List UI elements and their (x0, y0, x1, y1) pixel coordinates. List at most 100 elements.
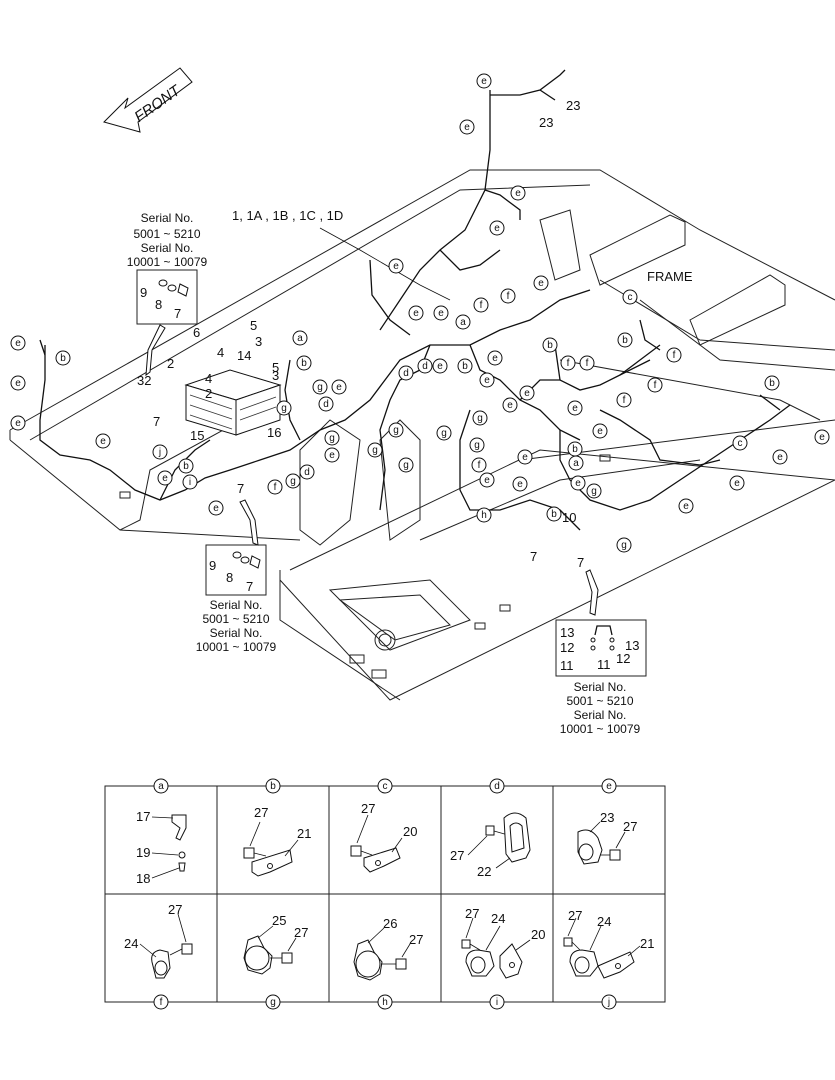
part-number-10: 10 (562, 510, 576, 525)
marker-e: e (408, 305, 424, 321)
svg-text:e: e (100, 436, 106, 447)
svg-text:17: 17 (136, 809, 150, 824)
marker-b: b (542, 337, 558, 353)
marker-e: e (157, 470, 173, 486)
part-number-4b: 4 (205, 371, 212, 386)
svg-text:b: b (572, 444, 578, 455)
marker-e: e (459, 119, 475, 135)
clamp-location-markers: e e e e e e b e e e j b i e e a b e g g … (10, 73, 830, 553)
serial-box-3-part-11a: 11 (560, 658, 574, 673)
serial-detail-box-3: 13 12 11 13 12 11 Serial No. 5001 ~ 5210… (555, 619, 647, 736)
serial-box-1-line2: 5001 ~ 5210 (133, 227, 200, 241)
marker-g: g (388, 422, 404, 438)
marker-c: c (622, 289, 638, 305)
svg-text:e: e (575, 478, 581, 489)
svg-text:b: b (183, 461, 189, 472)
part-number-14: 14 (237, 348, 251, 363)
marker-e: e (208, 500, 224, 516)
marker-e: e (95, 433, 111, 449)
frame-label: FRAME (647, 269, 693, 284)
svg-text:i: i (189, 477, 191, 488)
svg-text:g: g (281, 403, 287, 414)
svg-text:27: 27 (254, 805, 268, 820)
svg-text:20: 20 (531, 927, 545, 942)
marker-d: d (299, 464, 315, 480)
detail-header-b: b (265, 778, 281, 794)
serial-box-2-line4: 10001 ~ 10079 (196, 640, 277, 654)
serial-box-2-part-8: 8 (226, 570, 233, 585)
detail-header-i: i (489, 994, 505, 1010)
svg-text:e: e (572, 403, 578, 414)
detail-header-a: a (153, 778, 169, 794)
part-number-32: 32 (137, 373, 151, 388)
marker-f: f (616, 392, 632, 408)
part-number-16: 16 (267, 425, 281, 440)
marker-e: e (592, 423, 608, 439)
detail-cell-b: 27 21 (243, 805, 311, 877)
svg-text:27: 27 (294, 925, 308, 940)
serial-box-1-line1: Serial No. (141, 211, 194, 225)
svg-text:e: e (492, 353, 498, 364)
svg-text:20: 20 (403, 824, 417, 839)
svg-text:e: e (538, 278, 544, 289)
marker-f: f (500, 288, 516, 304)
marker-b: b (457, 358, 473, 374)
upper-frame-platform (9, 169, 835, 701)
serial-box-1-part-7: 7 (174, 306, 181, 321)
svg-text:27: 27 (409, 932, 423, 947)
marker-f: f (647, 377, 663, 393)
serial-detail-box-1: Serial No. 5001 ~ 5210 Serial No. 10001 … (127, 211, 208, 325)
svg-text:g: g (441, 428, 447, 439)
part-number-6: 6 (193, 325, 200, 340)
svg-text:e: e (734, 478, 740, 489)
svg-text:e: e (819, 432, 825, 443)
svg-text:e: e (606, 781, 612, 792)
svg-text:f: f (274, 482, 277, 493)
marker-b: b (55, 350, 71, 366)
detail-cell-j: 27 24 21 (563, 908, 654, 979)
svg-text:23: 23 (600, 810, 614, 825)
marker-e: e (567, 400, 583, 416)
detail-cell-d: 27 22 (450, 812, 531, 879)
svg-text:19: 19 (136, 845, 150, 860)
svg-text:e: e (15, 378, 21, 389)
serial-box-3-line1: Serial No. (574, 680, 627, 694)
svg-text:e: e (213, 503, 219, 514)
marker-e: e (331, 379, 347, 395)
marker-e: e (570, 475, 586, 491)
marker-g: g (367, 442, 383, 458)
svg-text:e: e (517, 479, 523, 490)
svg-text:f: f (478, 460, 481, 471)
svg-text:e: e (336, 382, 342, 393)
svg-text:g: g (403, 460, 409, 471)
svg-text:e: e (777, 452, 783, 463)
svg-text:b: b (301, 358, 307, 369)
detail-header-c: c (377, 778, 393, 794)
svg-text:d: d (403, 368, 409, 379)
part-number-15: 15 (190, 428, 204, 443)
svg-text:21: 21 (297, 826, 311, 841)
svg-text:e: e (597, 426, 603, 437)
svg-text:f: f (480, 300, 483, 311)
svg-text:g: g (372, 445, 378, 456)
detail-header-j: j (601, 994, 617, 1010)
marker-i: i (182, 474, 198, 490)
svg-text:e: e (464, 122, 470, 133)
marker-a: a (455, 314, 471, 330)
serial-box-1-part-9: 9 (140, 285, 147, 300)
svg-text:b: b (769, 378, 775, 389)
marker-g: g (472, 410, 488, 426)
serial-box-2-part-9: 9 (209, 558, 216, 573)
svg-text:c: c (383, 781, 388, 792)
marker-e: e (729, 475, 745, 491)
svg-text:g: g (317, 382, 323, 393)
svg-text:27: 27 (168, 902, 182, 917)
svg-text:e: e (329, 450, 335, 461)
svg-text:g: g (393, 425, 399, 436)
svg-text:g: g (270, 997, 276, 1008)
svg-text:e: e (683, 501, 689, 512)
svg-text:a: a (297, 333, 303, 344)
marker-b: b (178, 458, 194, 474)
part-number-7b: 7 (237, 481, 244, 496)
